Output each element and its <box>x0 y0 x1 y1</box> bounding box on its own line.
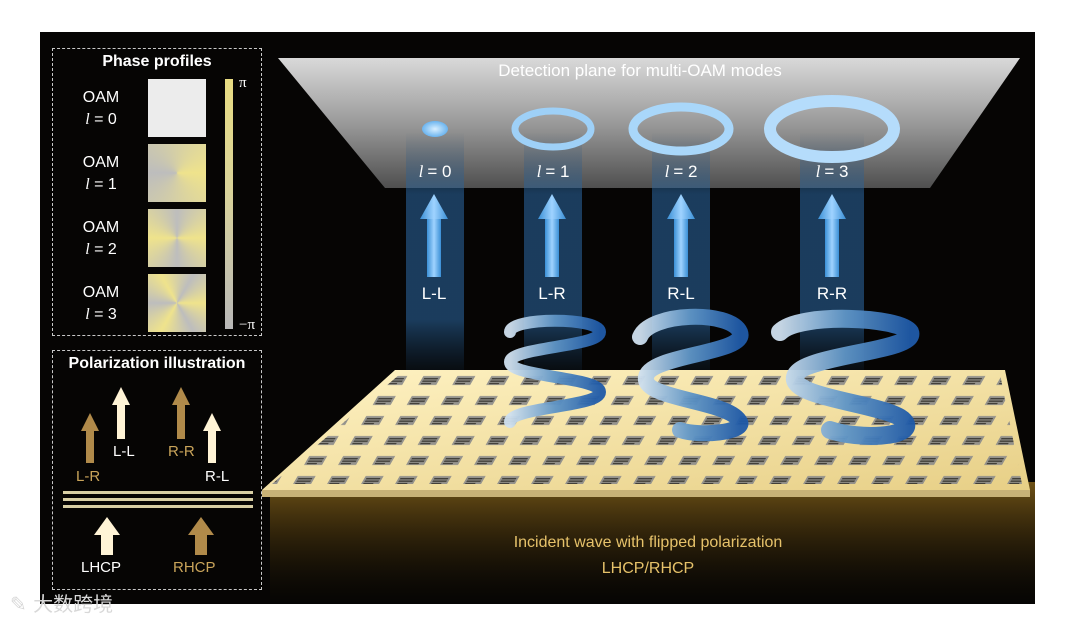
surface-layer <box>63 498 253 501</box>
phase-tile-l3 <box>148 274 206 332</box>
scene-illustration: Detection plane for multi-OAM modes l= 0… <box>262 58 1035 604</box>
surface-layer <box>63 505 253 508</box>
oam-ring-l2 <box>628 102 734 156</box>
arrow-up-icon <box>667 194 695 277</box>
arrow-up-icon <box>420 194 448 277</box>
label-rl: R-L <box>205 468 230 485</box>
mode-label-l3: l= 3 <box>816 162 849 181</box>
helix-wavefront-l1 <box>503 314 607 428</box>
figure: Detection plane for multi-OAM modes l= 0… <box>40 32 1035 604</box>
pair-label-rl: R-L <box>667 284 694 303</box>
label-lhcp: LHCP <box>81 559 122 576</box>
colorbar-bottom-label: −π <box>239 317 256 333</box>
metasurface-edge <box>262 490 1030 497</box>
arrow-up-icon <box>188 517 214 555</box>
watermark: ✎ 大数跨境 <box>10 592 114 616</box>
phase-tile-l2 <box>148 209 206 267</box>
polarization-diagram <box>63 387 253 555</box>
arrow-up-icon <box>203 413 221 463</box>
arrow-up-icon <box>538 194 566 277</box>
label-rhcp: RHCP <box>173 559 216 576</box>
oam-ring-l3 <box>764 95 900 163</box>
incident-glow <box>270 482 1035 604</box>
arrow-up-icon <box>172 387 190 439</box>
detection-plane-title: Detection plane for multi-OAM modes <box>498 61 781 80</box>
colorbar-top-label: π <box>239 75 247 91</box>
arrow-up-icon <box>112 387 130 439</box>
mode-label-l1: l= 1 <box>537 162 570 181</box>
pair-label-rr: R-R <box>817 284 847 303</box>
arrow-up-icon <box>81 413 99 463</box>
oam-spot-l0 <box>422 121 448 137</box>
watermark-logo-icon: ✎ <box>10 592 27 616</box>
arrow-up-icon <box>94 517 120 555</box>
helix-wavefront-l3 <box>771 309 920 445</box>
helix-wavefront-l2 <box>632 308 749 442</box>
surface-layer <box>63 491 253 494</box>
polarization-panel: Polarization illustration <box>52 350 262 590</box>
pair-label-lr: L-R <box>538 284 565 303</box>
pair-label-ll: L-L <box>422 284 447 303</box>
mode-label-l0: l= 0 <box>419 162 452 181</box>
incident-line1: Incident wave with flipped polarization <box>514 534 783 551</box>
phase-colorbar <box>225 79 233 329</box>
oam-ring-l1 <box>511 107 595 151</box>
phase-tile-l1 <box>148 144 206 202</box>
phase-tile-l0 <box>148 79 206 137</box>
arrow-up-icon <box>818 194 846 277</box>
mode-label-l2: l= 2 <box>665 162 698 181</box>
phase-panel-title: Phase profiles <box>102 53 212 70</box>
label-rr: R-R <box>168 443 195 460</box>
incident-line2: LHCP/RHCP <box>602 560 694 577</box>
label-lr: L-R <box>76 468 101 485</box>
polarization-panel-title: Polarization illustration <box>68 355 246 372</box>
label-ll: L-L <box>113 443 135 460</box>
